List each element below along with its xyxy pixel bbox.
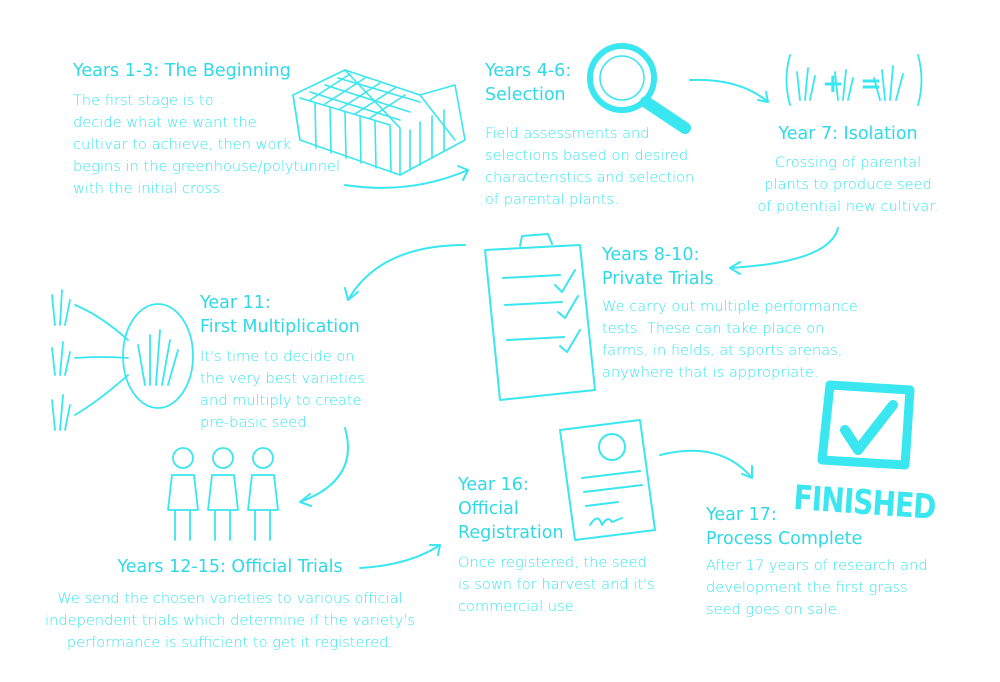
body-line: characteristics and selection [485, 169, 695, 186]
stage-2-body: Field assessments and selections based on… [485, 123, 694, 211]
body-line: Field assessments and [485, 125, 650, 142]
greenhouse-icon [292, 69, 466, 176]
body-line: Crossing of parental [774, 154, 922, 171]
body-line: pre-basic seed. [200, 414, 312, 431]
body-line: independent trials which determine if th… [45, 612, 415, 629]
heading-line: Selection [485, 85, 566, 105]
stage-1-body: The first stage is to decide what we want… [73, 90, 340, 200]
stage-1-heading: Years 1-3: The Beginning [73, 59, 291, 83]
stage-4-body: We carry out multiple performance tests. … [602, 296, 858, 384]
stage-3-heading: Year 7: Isolation [748, 122, 948, 146]
heading-line: Official [458, 499, 519, 519]
finished-stamp-icon [817, 380, 915, 470]
body-line: and multiply to create [200, 392, 362, 409]
flow-arrows [299, 78, 839, 569]
body-line: the very best varieties [200, 370, 365, 387]
body-line: performance is sufficient to get it regi… [66, 634, 394, 651]
stage-2-heading: Years 4-6: Selection [485, 59, 571, 107]
body-line: of potential new cultivar. [757, 198, 939, 215]
body-line: It's time to decide on [200, 348, 355, 365]
heading-line: Years 12-15: Official Trials [117, 557, 343, 577]
body-line: begins in the greenhouse/polytunnel [73, 158, 341, 175]
clipboard-checklist-icon [484, 233, 596, 401]
stage-4-heading: Years 8-10: Private Trials [602, 243, 713, 291]
heading-line: Process Complete [706, 529, 863, 549]
stage-3-body: Crossing of parental plants to produce se… [748, 152, 948, 218]
body-line: seed goes on sale. [706, 601, 842, 618]
heading-line: Year 11: [200, 293, 271, 313]
body-line: anywhere that is appropriate. [602, 364, 819, 381]
stage-5-body: It's time to decide on the very best vari… [200, 346, 365, 434]
plus-symbol: + [822, 69, 844, 99]
body-line: plants to produce seed [764, 176, 932, 193]
stage-8-body: After 17 years of research and developmen… [706, 555, 928, 621]
body-line: decide what we want the [73, 114, 257, 131]
heading-line: Year 16: [458, 475, 529, 495]
body-line: development the first grass [706, 579, 908, 596]
body-line: tests. These can take place on [602, 320, 825, 337]
body-line: We carry out multiple performance [602, 298, 858, 315]
heading-line: Private Trials [602, 269, 714, 289]
heading-line: Year 17: [706, 505, 777, 525]
equals-symbol: = [860, 69, 882, 99]
heading-line: Years 4-6: [485, 61, 572, 81]
heading-line: Years 8-10: [602, 245, 700, 265]
stage-6-body: We send the chosen varieties to various … [30, 588, 430, 654]
body-line: of parental plants. [485, 191, 619, 208]
stage-7-body: Once registered, the seed is sown for har… [458, 552, 655, 618]
stage-5-heading: Year 11: First Multiplication [200, 291, 360, 339]
grass-cross-equation-icon [785, 54, 923, 106]
stage-6-heading: Years 12-15: Official Trials [40, 555, 420, 579]
stage-8-heading: Year 17: Process Complete [706, 503, 862, 551]
heading-line: First Multiplication [200, 317, 360, 337]
body-line: is sown for harvest and it's [458, 576, 655, 593]
body-line: Once registered, the seed [458, 554, 647, 571]
certificate-icon [559, 419, 656, 541]
heading-line: Year 7: Isolation [778, 124, 918, 144]
heading-line: Years 1-3: The Beginning [73, 61, 291, 81]
body-line: After 17 years of research and [706, 557, 928, 574]
body-line: We send the chosen varieties to various … [57, 590, 403, 607]
scientists-icon [167, 447, 279, 541]
body-line: with the initial cross. [73, 180, 225, 197]
magnifying-glass-icon [587, 43, 691, 134]
heading-line: Registration [458, 523, 564, 543]
body-line: selections based on desired [485, 147, 689, 164]
body-line: cultivar to achieve, then work [73, 136, 291, 153]
body-line: commercial use. [458, 598, 579, 615]
body-line: farms, in fields, at sports arenas, [602, 342, 843, 359]
body-line: The first stage is to [73, 92, 214, 109]
grass-multiplication-icon [51, 289, 194, 431]
